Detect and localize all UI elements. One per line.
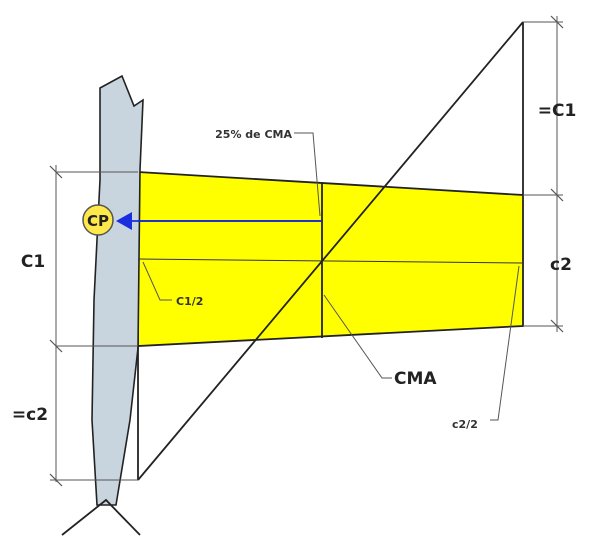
fuselage (91, 74, 144, 506)
left-tick-bot (49, 473, 63, 487)
diagonal-construction-line (137, 21, 524, 481)
cp-label: CP (87, 212, 109, 230)
label-eq-c1: =C1 (538, 101, 577, 121)
cp-arrowhead (116, 212, 132, 230)
label-c1-left: C1 (21, 252, 45, 272)
right-tick-bot (550, 319, 564, 333)
label-c2-half: c2/2 (452, 418, 478, 431)
label-eq-c2: =c2 (12, 405, 48, 425)
right-tick-mid (550, 188, 564, 202)
label-25-cma: 25% de CMA (215, 128, 292, 141)
leader-cma (323, 294, 392, 379)
leader-c2-half (490, 265, 520, 421)
wing-planform (137, 171, 524, 347)
label-c2-right: c2 (550, 255, 572, 275)
right-tick-top (550, 15, 564, 29)
fuselage-fork (61, 498, 141, 536)
cp-circle (82, 204, 114, 236)
label-cma: CMA (394, 369, 437, 389)
leader-c1-half (142, 261, 172, 301)
left-tick-top (49, 165, 63, 179)
label-c1-half: C1/2 (176, 295, 203, 308)
leader-25-cma (294, 132, 321, 217)
left-tick-mid (49, 339, 63, 353)
mid-chord-line (137, 258, 524, 264)
